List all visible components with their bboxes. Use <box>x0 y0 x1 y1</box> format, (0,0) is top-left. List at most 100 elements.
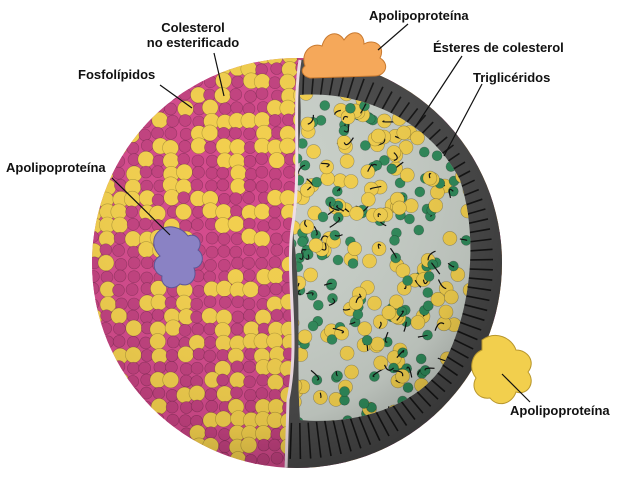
surface-sphere <box>398 451 414 467</box>
surface-sphere <box>492 102 504 114</box>
surface-sphere <box>88 414 100 426</box>
surface-sphere <box>477 411 493 427</box>
surface-sphere <box>478 142 490 154</box>
surface-sphere <box>451 76 463 88</box>
surface-sphere <box>98 360 114 376</box>
surface-sphere <box>100 454 112 466</box>
surface-sphere <box>89 337 101 349</box>
surface-sphere <box>501 282 517 298</box>
surface-sphere <box>505 193 517 205</box>
surface-sphere <box>165 62 181 78</box>
surface-sphere <box>384 49 400 65</box>
surface-sphere <box>139 428 151 440</box>
surface-sphere <box>153 441 165 453</box>
surface-sphere <box>464 440 476 452</box>
triglyceride-particle <box>445 99 459 113</box>
surface-sphere <box>492 114 504 126</box>
surface-sphere <box>100 50 112 62</box>
surface-sphere <box>492 414 504 426</box>
triglyceride-particle <box>431 418 445 432</box>
surface-sphere <box>501 177 517 193</box>
surface-sphere <box>140 439 152 451</box>
surface-sphere <box>101 387 113 399</box>
surface-sphere <box>141 455 153 467</box>
cholesteryl-ester-particle <box>462 99 472 109</box>
surface-sphere <box>503 112 519 128</box>
surface-sphere <box>414 64 426 76</box>
surface-sphere <box>124 452 140 468</box>
surface-sphere <box>425 440 437 452</box>
surface-sphere <box>503 269 519 285</box>
surface-sphere <box>463 127 479 143</box>
label-colesterol-line1: Colesterol <box>128 20 258 35</box>
surface-sphere <box>178 51 190 63</box>
surface-sphere <box>102 441 114 453</box>
surface-sphere <box>400 63 412 75</box>
surface-sphere <box>505 232 517 244</box>
surface-sphere <box>113 51 125 63</box>
triglyceride-particle <box>460 412 474 426</box>
surface-sphere <box>501 140 517 156</box>
fatty-acid-chain <box>435 421 445 427</box>
surface-sphere <box>177 60 193 76</box>
surface-sphere <box>113 114 125 126</box>
surface-sphere <box>488 139 504 155</box>
surface-sphere <box>439 62 451 74</box>
surface-sphere <box>428 63 440 75</box>
surface-sphere <box>439 89 451 101</box>
surface-sphere <box>502 257 518 273</box>
surface-sphere <box>440 439 452 451</box>
surface-sphere <box>504 297 516 309</box>
surface-sphere <box>462 412 478 428</box>
surface-sphere <box>100 349 112 361</box>
surface-sphere <box>503 129 515 141</box>
surface-sphere <box>153 88 165 100</box>
surface-sphere <box>479 452 491 464</box>
surface-sphere <box>190 60 206 76</box>
surface-sphere <box>489 88 505 104</box>
surface-sphere <box>490 168 502 180</box>
surface-sphere <box>452 428 464 440</box>
surface-sphere <box>178 438 194 454</box>
surface-sphere <box>204 62 216 74</box>
surface-sphere <box>449 438 465 454</box>
surface-sphere <box>450 413 466 429</box>
surface-sphere <box>414 51 426 63</box>
surface-sphere <box>503 218 519 234</box>
surface-sphere <box>413 75 425 87</box>
surface-sphere <box>490 153 506 169</box>
surface-sphere <box>113 99 129 115</box>
surface-sphere <box>412 451 428 467</box>
surface-sphere <box>231 48 247 64</box>
surface-sphere <box>113 426 129 442</box>
surface-sphere <box>441 454 453 466</box>
surface-sphere <box>88 194 100 206</box>
surface-sphere <box>465 88 477 100</box>
fatty-acid-chain <box>457 412 464 415</box>
surface-sphere <box>85 400 101 416</box>
surface-sphere <box>503 101 519 117</box>
surface-sphere <box>178 452 194 468</box>
surface-sphere <box>465 401 477 413</box>
surface-sphere <box>127 413 139 425</box>
surface-sphere <box>89 375 101 387</box>
surface-sphere <box>167 428 179 440</box>
sphere-shading <box>92 58 502 468</box>
surface-sphere <box>88 142 100 154</box>
surface-sphere <box>101 140 113 152</box>
surface-sphere <box>100 113 116 129</box>
fatty-acid-chain <box>468 133 474 142</box>
surface-sphere <box>150 49 166 65</box>
surface-sphere <box>488 439 504 455</box>
cholesteryl-ester-particle <box>465 119 475 129</box>
surface-sphere <box>477 153 493 169</box>
apolipoprotein-top-shape <box>302 33 385 78</box>
surface-sphere <box>502 87 518 103</box>
label-apolipoproteina-bottom: Apolipoproteína <box>510 403 610 418</box>
label-fosfolipidos: Fosfolípidos <box>78 67 155 82</box>
surface-sphere <box>137 413 153 429</box>
surface-sphere <box>114 441 126 453</box>
surface-sphere <box>440 416 452 428</box>
surface-sphere <box>504 428 516 440</box>
surface-sphere <box>152 425 168 441</box>
